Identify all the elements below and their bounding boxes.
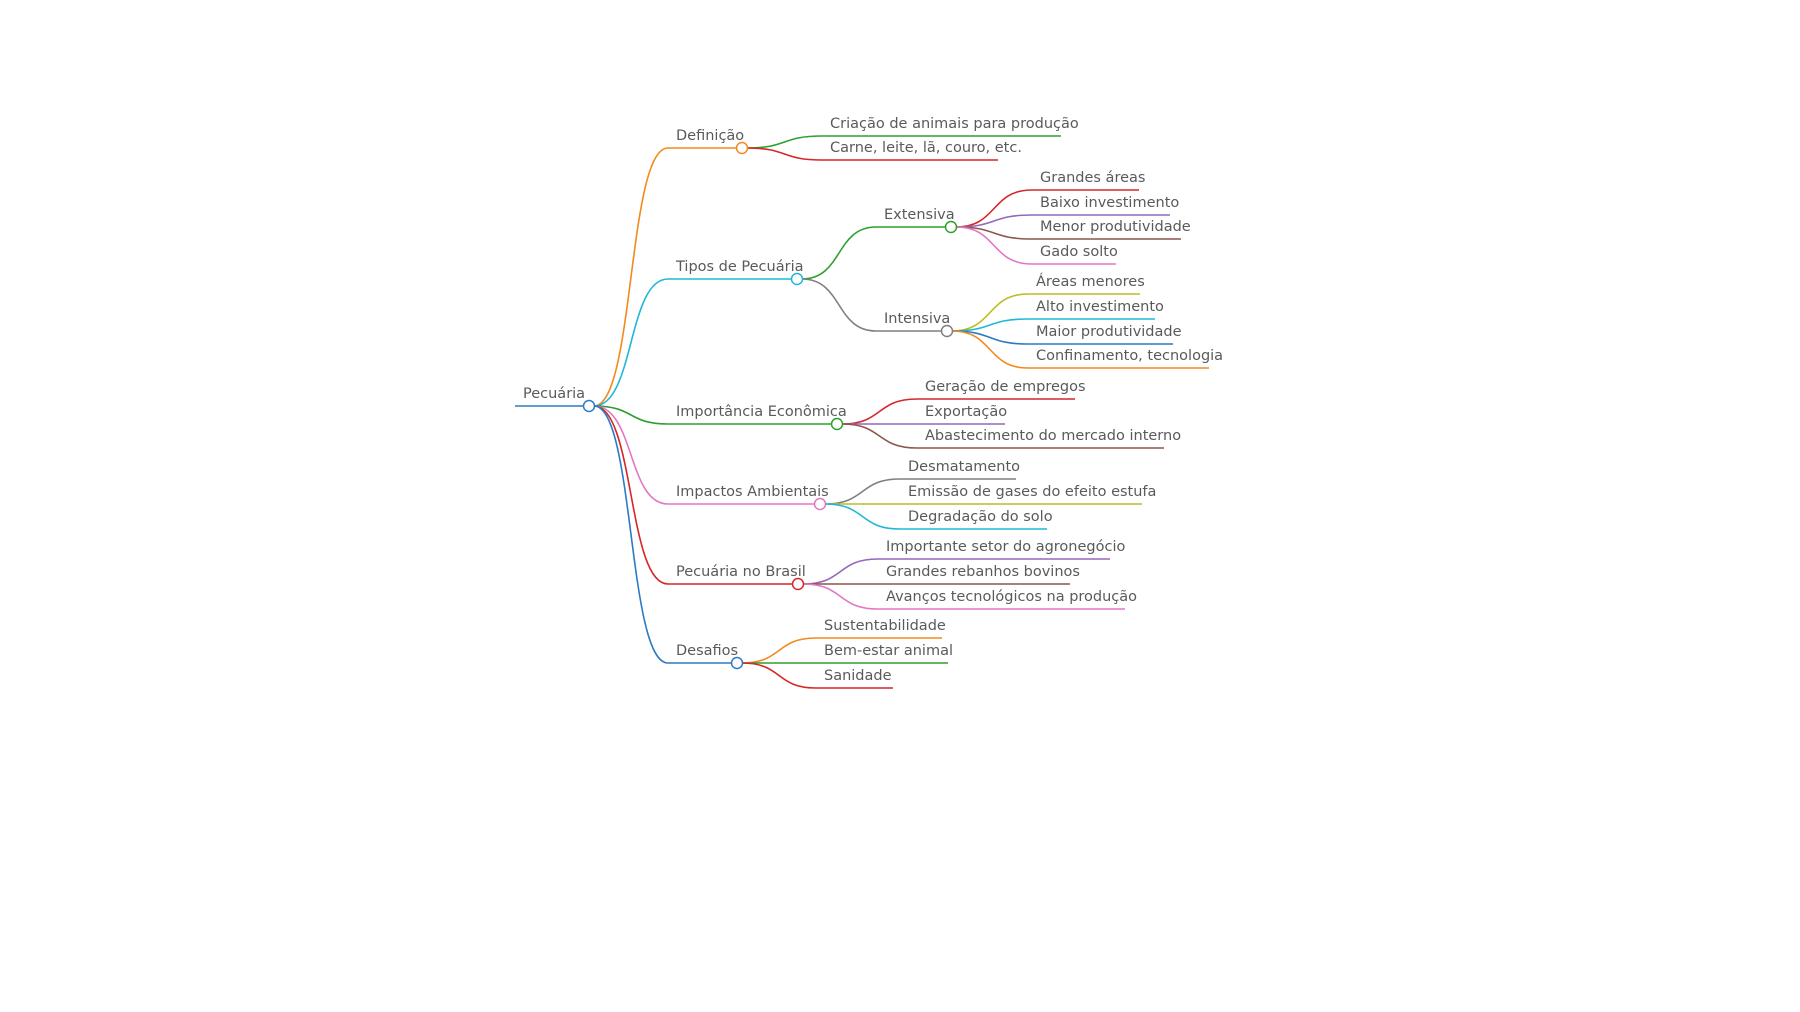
edge-to-areas-menores <box>951 293 1029 332</box>
edge-to-importancia-economica <box>593 405 669 425</box>
node-extensiva-label[interactable]: Extensiva <box>884 207 955 223</box>
node-abastecimento-do-mercado-interno-label[interactable]: Abastecimento do mercado interno <box>925 428 1181 444</box>
edge-to-criacao-de-animais-para-producao <box>746 135 823 149</box>
mindmap-edges <box>515 135 1209 689</box>
edge-to-impactos-ambientais <box>593 405 669 505</box>
edge-to-desafios <box>593 405 669 664</box>
edge-to-carne-leite-la-couro-etc <box>746 147 823 161</box>
node-emissao-de-gases-do-efeito-estufa-label[interactable]: Emissão de gases do efeito estufa <box>908 484 1156 500</box>
node-geracao-de-empregos-label[interactable]: Geração de empregos <box>925 379 1086 395</box>
edge-to-pecuaria-no-brasil <box>593 405 669 585</box>
node-exportacao-label[interactable]: Exportação <box>925 404 1007 420</box>
node-intensiva-label[interactable]: Intensiva <box>884 311 950 327</box>
node-desafios-label[interactable]: Desafios <box>676 643 738 659</box>
edge-to-avancos-tecnologicos-na-producao <box>802 583 879 610</box>
node-grandes-areas-label[interactable]: Grandes áreas <box>1040 170 1145 186</box>
node-tipos-de-pecuaria-label[interactable]: Tipos de Pecuária <box>675 259 803 275</box>
collapse-toggle-pecuaria-no-brasil[interactable] <box>791 577 805 591</box>
edge-to-importante-setor-do-agronegocio <box>802 558 879 585</box>
node-criacao-de-animais-para-producao-label[interactable]: Criação de animais para produção <box>830 116 1079 132</box>
node-areas-menores-label[interactable]: Áreas menores <box>1036 273 1145 290</box>
node-maior-produtividade-label[interactable]: Maior produtividade <box>1036 324 1182 340</box>
collapse-toggle-extensiva[interactable] <box>944 220 958 234</box>
node-baixo-investimento-label[interactable]: Baixo investimento <box>1040 195 1179 211</box>
mindmap-nodes: Pecuária Definição Criação de animais para… <box>523 116 1223 684</box>
node-alto-investimento-label[interactable]: Alto investimento <box>1036 299 1164 315</box>
collapse-toggle-root[interactable] <box>582 399 596 413</box>
edge-to-maior-produtividade <box>951 330 1029 345</box>
edge-to-intensiva <box>801 278 877 332</box>
node-importancia-economica-label[interactable]: Importância Econômica <box>676 404 847 420</box>
collapse-toggle-impactos-ambientais[interactable] <box>813 497 827 511</box>
edge-to-abastecimento-do-mercado-interno <box>841 423 918 449</box>
edge-to-tipos-de-pecuaria <box>593 278 669 407</box>
node-menor-produtividade-label[interactable]: Menor produtividade <box>1040 219 1191 235</box>
edge-to-desmatamento <box>824 478 901 505</box>
edge-to-sustentabilidade <box>741 637 817 664</box>
node-confinamento-tecnologia-label[interactable]: Confinamento, tecnologia <box>1036 348 1223 364</box>
node-sanidade-label[interactable]: Sanidade <box>824 668 892 684</box>
node-desmatamento-label[interactable]: Desmatamento <box>908 459 1020 475</box>
node-gado-solto-label[interactable]: Gado solto <box>1040 244 1118 260</box>
edge-to-geracao-de-empregos <box>841 398 918 425</box>
edge-to-gado-solto <box>955 226 1033 265</box>
node-bem-estar-animal-label[interactable]: Bem-estar animal <box>824 643 953 659</box>
node-carne-leite-la-couro-etc-label[interactable]: Carne, leite, lã, couro, etc. <box>830 140 1022 156</box>
node-sustentabilidade-label[interactable]: Sustentabilidade <box>824 618 946 634</box>
edge-to-degradacao-do-solo <box>824 503 901 530</box>
collapse-toggle-desafios[interactable] <box>730 656 744 670</box>
collapse-toggle-tipos-de-pecuaria[interactable] <box>790 272 804 286</box>
collapse-toggle-importancia-economica[interactable] <box>830 417 844 431</box>
node-degradacao-do-solo-label[interactable]: Degradação do solo <box>908 509 1053 525</box>
collapse-toggle-intensiva[interactable] <box>940 324 954 338</box>
node-impactos-ambientais-label[interactable]: Impactos Ambientais <box>676 484 829 500</box>
edge-to-extensiva <box>801 226 877 280</box>
edge-to-grandes-areas <box>955 189 1033 228</box>
node-avancos-tecnologicos-na-producao-label[interactable]: Avanços tecnológicos na produção <box>886 589 1137 605</box>
edge-to-definicao <box>593 147 669 407</box>
edge-to-confinamento-tecnologia <box>951 330 1029 369</box>
edge-to-sanidade <box>741 662 817 689</box>
node-grandes-rebanhos-bovinos-label[interactable]: Grandes rebanhos bovinos <box>886 564 1080 580</box>
node-importante-setor-do-agronegocio-label[interactable]: Importante setor do agronegócio <box>886 539 1125 555</box>
node-pecuaria-no-brasil-label[interactable]: Pecuária no Brasil <box>676 564 806 580</box>
node-root-label[interactable]: Pecuária <box>523 386 585 402</box>
node-definicao-label[interactable]: Definição <box>676 128 744 144</box>
collapse-toggle-definicao[interactable] <box>735 141 749 155</box>
